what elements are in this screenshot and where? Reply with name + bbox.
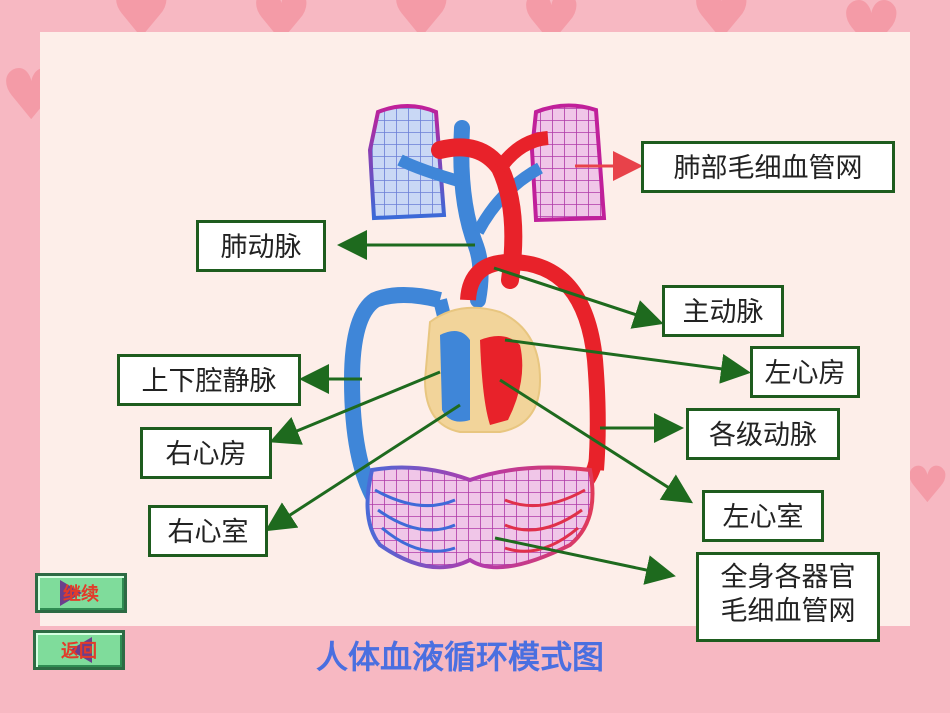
- arrow-aorta: [493, 266, 664, 329]
- heart-decoration-icon: ♥: [905, 456, 950, 514]
- arrow-left-atrium: [504, 338, 751, 384]
- play-left-icon: [70, 637, 92, 663]
- back-button[interactable]: 返回: [33, 630, 125, 670]
- label-right-ventricle: 右心室: [148, 505, 268, 557]
- arrow-right-atrium: [269, 370, 441, 445]
- label-right-atrium: 右心房: [140, 427, 272, 479]
- heart: [423, 306, 542, 433]
- label-left-atrium: 左心房: [750, 346, 860, 398]
- arrow-left-ventricle: [499, 378, 694, 504]
- label-aorta: 主动脉: [662, 285, 784, 337]
- play-right-icon: [60, 580, 82, 606]
- label-pulmonary-capillary: 肺部毛细血管网: [641, 141, 895, 193]
- label-body-capillary: 全身各器官 毛细血管网: [696, 552, 880, 642]
- label-arteries: 各级动脉: [686, 408, 840, 460]
- continue-button-label: 继续: [63, 584, 99, 605]
- back-button-label: 返回: [61, 641, 97, 662]
- diagram-caption: 人体血液循环模式图: [315, 638, 604, 676]
- label-vena-cava: 上下腔静脉: [117, 354, 301, 406]
- right-lung-capillaries: [529, 103, 607, 223]
- arrow-right-ventricle: [264, 403, 461, 532]
- continue-button[interactable]: 继续: [35, 573, 127, 613]
- label-left-ventricle: 左心室: [702, 490, 824, 542]
- arrow-body-capillary: [494, 536, 676, 585]
- label-pulmonary-artery: 肺动脉: [196, 220, 326, 272]
- body-capillary-network: [365, 465, 595, 570]
